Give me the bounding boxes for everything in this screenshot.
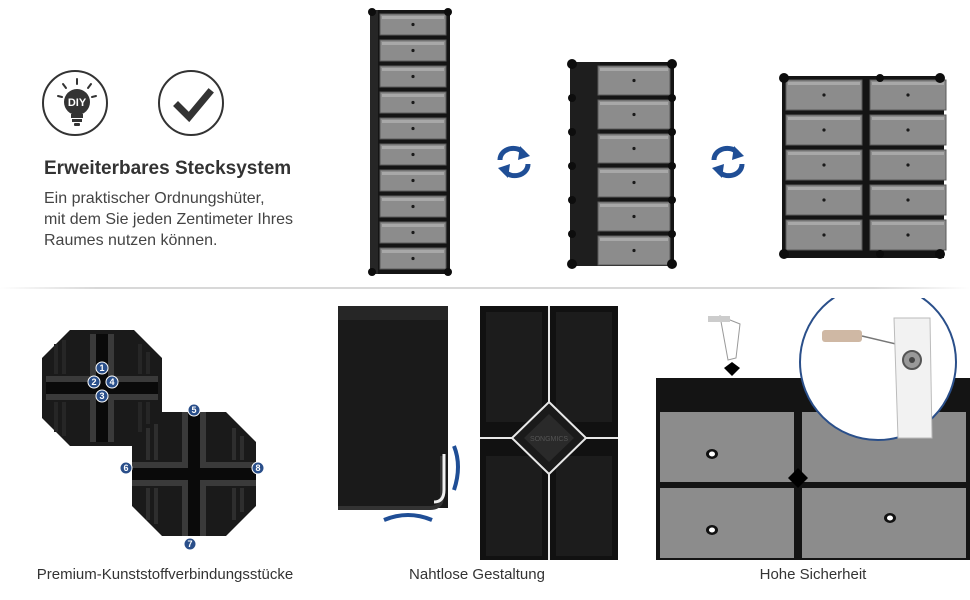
wide-shoe-cabinet-image (779, 73, 947, 259)
drawer-highlight (382, 172, 444, 175)
drawer-highlight (600, 170, 668, 173)
svg-text:1: 1 (99, 363, 104, 373)
drawer-handle-hole (906, 198, 910, 202)
wall-anchor-safety-image (656, 298, 970, 560)
drawer-highlight (382, 224, 444, 227)
drawer-handle-hole (411, 230, 415, 235)
drawer-highlight (600, 204, 668, 207)
drawer-highlight (382, 16, 444, 19)
drawer-handle-hole (906, 93, 910, 97)
drawer-handle-hole (411, 100, 415, 105)
drawer-handle-hole (822, 163, 826, 167)
drawer-highlight (382, 198, 444, 201)
drawer-highlight (600, 136, 668, 139)
drawer-highlight (382, 250, 444, 253)
drawer-handle-hole (822, 93, 826, 97)
svg-text:7: 7 (187, 539, 192, 549)
drawer-highlight (872, 82, 944, 85)
svg-text:6: 6 (123, 463, 128, 473)
swap-arrows-icon (711, 145, 745, 179)
drawer-handle-hole (411, 126, 415, 131)
description-line: mit dem Sie jeden Zentimeter Ihres (44, 211, 293, 228)
drawer-handle-hole (632, 180, 636, 185)
seamless-edge-closeup-image (338, 306, 472, 536)
description-line: Raumes nutzen können. (44, 232, 218, 249)
drawer-handle-hole (906, 163, 910, 167)
drawer-handle-hole (906, 128, 910, 132)
drawer-highlight (382, 120, 444, 123)
drawer-highlight (600, 238, 668, 241)
svg-text:8: 8 (255, 463, 260, 473)
drawer-handle-hole (411, 204, 415, 209)
drawer-handle-hole (632, 248, 636, 253)
drawer-handle-hole (411, 22, 415, 27)
drawer-handle-hole (822, 198, 826, 202)
description-line: Ein praktischer Ordnungshüter, (44, 190, 265, 207)
connector-number-badge: 7 (183, 537, 197, 551)
feature-section: DIY Erweiterbares Stecksystem Ein prakti… (0, 0, 970, 290)
feature-description: Ein praktischer Ordnungshüter, mit dem S… (44, 188, 344, 251)
drawer-highlight (872, 187, 944, 190)
drawer-handle-hole (411, 152, 415, 157)
drawer-handle-hole (822, 128, 826, 132)
svg-text:2: 2 (91, 377, 96, 387)
diy-badge-text: DIY (68, 97, 87, 109)
drawer-highlight (382, 146, 444, 149)
drawer-highlight (788, 117, 860, 120)
connector-number-badge: 8 (251, 461, 265, 475)
connector-number-badge: 1 (95, 361, 109, 375)
drawer-highlight (600, 68, 668, 71)
drawer-highlight (788, 222, 860, 225)
connector-number-badge: 2 (87, 375, 101, 389)
drawer-handle-hole (411, 48, 415, 53)
checkmark-icon (158, 70, 224, 136)
drawer-highlight (788, 152, 860, 155)
drawer-handle-hole (906, 233, 910, 237)
drawer-handle-hole (411, 74, 415, 79)
brand-mark-text: SONGMICS (530, 436, 568, 443)
connector-number-badge: 5 (187, 403, 201, 417)
drawer-handle-hole (632, 112, 636, 117)
connector-number-badge: 6 (119, 461, 133, 475)
connector-number-badge: 4 (105, 375, 119, 389)
drawer-handle-hole (411, 178, 415, 183)
drawer-handle-hole (822, 233, 826, 237)
drawer-highlight (382, 94, 444, 97)
diy-lightbulb-icon: DIY (42, 70, 108, 136)
drawer-highlight (872, 152, 944, 155)
medium-shoe-cabinet-image (567, 59, 677, 269)
drawer-highlight (788, 82, 860, 85)
feature-headline: Erweiterbares Stecksystem (44, 158, 292, 179)
tall-shoe-cabinet-image (368, 8, 452, 276)
detail-section: 1 2 3 4 5 6 7 8 SONGMICS (0, 290, 970, 600)
seamless-joint-closeup-image: SONGMICS (480, 306, 618, 560)
caption-safety: Hohe Sicherheit (759, 566, 867, 583)
drawer-highlight (382, 68, 444, 71)
drawer-highlight (382, 42, 444, 45)
caption-seamless: Nahtlose Gestaltung (409, 566, 545, 583)
caption-connectors: Premium-Kunststoffverbindungsstücke (36, 566, 294, 583)
drawer-highlight (600, 102, 668, 105)
drawer-highlight (872, 117, 944, 120)
drawer-handle-hole (632, 214, 636, 219)
drawer-handle-hole (411, 256, 415, 261)
drawer-highlight (788, 187, 860, 190)
drawer-handle-hole (632, 78, 636, 83)
connector-pieces-image: 1 2 3 4 5 6 7 8 (42, 330, 265, 551)
svg-text:3: 3 (99, 391, 104, 401)
connector-number-badge: 3 (95, 389, 109, 403)
swap-arrows-icon (497, 145, 531, 179)
svg-text:4: 4 (109, 377, 114, 387)
drawer-highlight (872, 222, 944, 225)
svg-text:5: 5 (191, 405, 196, 415)
drawer-handle-hole (632, 146, 636, 151)
section-divider (0, 287, 970, 289)
